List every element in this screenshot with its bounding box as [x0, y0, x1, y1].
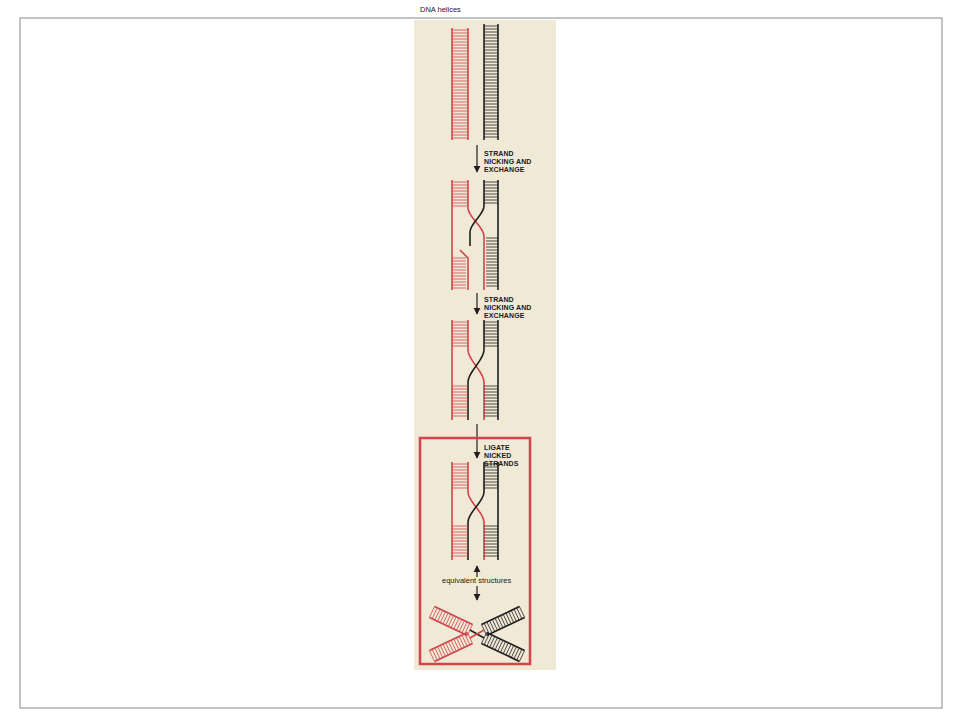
outer-frame [20, 18, 942, 708]
base-pairs [484, 322, 498, 346]
dna-strand [460, 250, 468, 290]
dna-strand [451, 462, 453, 560]
step-arrow [476, 424, 477, 458]
dna-strand [468, 462, 484, 560]
dna-strand [451, 320, 453, 420]
ground-panel [414, 20, 556, 670]
dna-strand [470, 630, 484, 638]
base-pairs [452, 30, 468, 138]
dna-strand [497, 180, 499, 290]
step-arrow [476, 145, 477, 172]
base-pairs [429, 607, 472, 636]
base-pairs [481, 633, 524, 662]
dna-strand [483, 24, 485, 140]
base-pairs [452, 464, 468, 488]
base-pairs [484, 464, 498, 488]
step-arrow [476, 293, 477, 314]
base-pairs [484, 26, 498, 137]
dna-strand [497, 320, 499, 420]
step-label: LIGATE NICKED STRANDS [484, 444, 528, 468]
base-pairs [484, 182, 498, 203]
base-pairs [452, 526, 468, 556]
base-pairs [429, 633, 472, 662]
dna-strand [468, 180, 484, 290]
dna-strand [470, 180, 484, 246]
base-pairs [452, 386, 468, 416]
base-pairs [481, 607, 524, 636]
result-frame [420, 438, 530, 664]
base-pairs [452, 322, 468, 346]
dna-strand [451, 180, 453, 290]
equivalence-label: equivalent structures [440, 577, 513, 586]
dna-strand [468, 320, 484, 420]
step-label: STRAND NICKING AND EXCHANGE [484, 296, 546, 320]
step-label: STRAND NICKING AND EXCHANGE [484, 150, 546, 174]
dna-strand [497, 24, 499, 140]
dna-strand [468, 320, 484, 420]
base-pairs [484, 526, 498, 556]
dna-strand [497, 462, 499, 560]
base-pairs [484, 386, 498, 416]
base-pairs [452, 258, 466, 288]
dna-strand [468, 462, 484, 560]
base-pairs [486, 238, 498, 286]
dna-strand [470, 630, 484, 638]
base-pairs [452, 182, 468, 206]
figure-heading: DNA helices [420, 6, 461, 15]
